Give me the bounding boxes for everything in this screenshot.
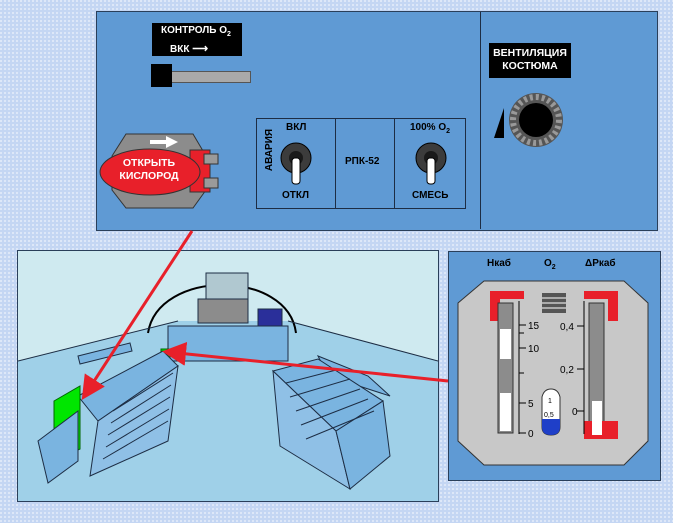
slider-track bbox=[171, 71, 251, 83]
o2-control-label: КОНТРОЛЬ О2 ВКК ⟶ bbox=[152, 23, 242, 56]
dp-cab-pointer bbox=[592, 401, 602, 435]
toggle-left-switch[interactable] bbox=[278, 140, 314, 188]
bulb-bottom-label: 0,5 bbox=[544, 412, 554, 419]
left-rail-rib bbox=[107, 396, 171, 436]
knob-center[interactable] bbox=[519, 103, 553, 137]
suit-ventilation-label: ВЕНТИЛЯЦИЯ КОСТЮМА bbox=[489, 43, 571, 78]
divider bbox=[394, 118, 395, 208]
o2-label: О2 bbox=[544, 258, 556, 271]
h-cab-lower-pointer bbox=[500, 393, 511, 431]
valve-red-button[interactable] bbox=[99, 148, 201, 196]
left-rail-rib bbox=[102, 420, 169, 460]
ventilation-divider bbox=[480, 12, 481, 229]
right-rail-rib bbox=[295, 388, 361, 412]
rear-light-panel bbox=[205, 272, 249, 301]
valve-stub-top bbox=[203, 153, 219, 165]
toggle-left-on-label: ВКЛ bbox=[286, 122, 307, 133]
h-cab-upper-pointer bbox=[500, 329, 511, 359]
knob-knurl bbox=[510, 94, 562, 146]
dp-cab-tick-0-2: 0,2 bbox=[560, 365, 574, 376]
dp-cab-tick-0-4: 0,4 bbox=[560, 322, 574, 333]
h-cab-tick-15: 15 bbox=[528, 321, 540, 332]
right-rail-rib bbox=[305, 410, 375, 440]
cockpit-illustration bbox=[18, 251, 438, 501]
arrow-left-icon bbox=[150, 136, 178, 148]
left-rail-rib bbox=[105, 408, 170, 448]
o2-control-slider[interactable] bbox=[151, 64, 251, 88]
headrest bbox=[197, 298, 249, 324]
toggle-right-mix-label: СМЕСЬ bbox=[412, 190, 449, 201]
h-cab-tick-10: 10 bbox=[528, 344, 540, 355]
bulb-fill bbox=[542, 419, 560, 435]
open-oxygen-valve[interactable] bbox=[98, 128, 228, 214]
toggle-switch-box bbox=[256, 118, 466, 209]
cabin-pressure-gauge: Нкаб О2 ΔРкаб 15 10 5 0 1 0,5 0,4 0,2 0 bbox=[457, 257, 649, 466]
dp-cab-label: ΔРкаб bbox=[585, 257, 616, 269]
toggle-lever[interactable] bbox=[426, 157, 436, 185]
bulb-top-label: 1 bbox=[548, 398, 552, 405]
rpk-label: РПК-52 bbox=[345, 156, 380, 167]
right-wall-panel bbox=[335, 400, 391, 490]
divider bbox=[335, 118, 336, 208]
o2-blinker-icon bbox=[542, 293, 566, 313]
emergency-label: АВАРИЯ bbox=[264, 128, 275, 172]
ventilation-knob[interactable] bbox=[490, 90, 570, 150]
toggle-right-switch[interactable] bbox=[413, 140, 449, 188]
h-cab-tick-0: 0 bbox=[528, 429, 534, 440]
slider-handle[interactable] bbox=[151, 64, 172, 87]
h-cab-tick-5: 5 bbox=[528, 399, 534, 410]
toggle-left-off-label: ОТКЛ bbox=[282, 190, 310, 201]
right-rail-rib bbox=[300, 398, 369, 426]
h-cab-label: Нкаб bbox=[487, 257, 511, 269]
open-oxygen-label: ОТКРЫТЬ КИСЛОРОД bbox=[119, 157, 179, 182]
ventilation-pointer-icon bbox=[494, 108, 504, 138]
dp-cab-tick-0: 0 bbox=[572, 407, 578, 418]
valve-stub-bottom bbox=[203, 177, 219, 189]
toggle-right-on-label: 100% О2 bbox=[410, 122, 451, 135]
left-wall-panel bbox=[37, 410, 79, 484]
center-console bbox=[167, 325, 289, 362]
toggle-lever[interactable] bbox=[291, 157, 301, 185]
cockpit-view bbox=[17, 250, 439, 502]
